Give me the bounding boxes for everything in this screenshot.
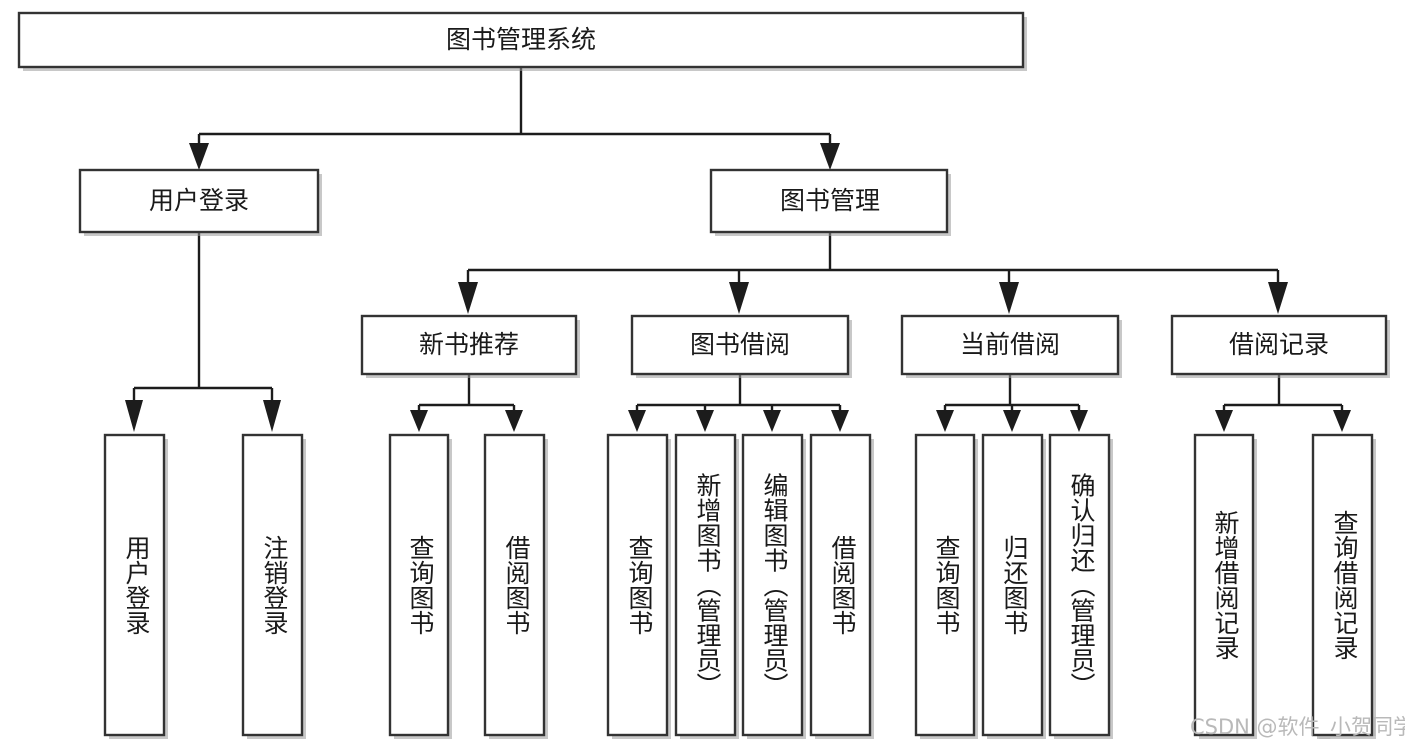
node-root[interactable]: 图书管理系统 — [17, 11, 1027, 71]
node-leaf-edit-book-box[interactable] — [741, 433, 804, 737]
node-leaf-query-book-1-box[interactable] — [388, 433, 450, 737]
node-leaf-add-book-box[interactable] — [674, 433, 737, 737]
node-book-manage-box[interactable] — [709, 168, 949, 234]
node-leaf-add-borrow-record-label: 新增借阅记录 — [1211, 510, 1240, 660]
node-book-manage-label: 图书管理 — [780, 186, 880, 215]
node-leaf-borrow-book-2-box[interactable] — [809, 433, 872, 737]
arrow-head-leaf-return-book — [1003, 410, 1021, 432]
node-leaf-query-borrow-record-label: 查询借阅记录 — [1330, 510, 1359, 660]
node-leaf-query-book-2-label: 查询图书 — [625, 535, 654, 635]
node-leaf-user-logout[interactable]: 注销登录 — [241, 433, 306, 739]
node-user-login-label: 用户登录 — [149, 186, 249, 215]
node-leaf-edit-book-label: 编辑图书（管理员） — [760, 473, 789, 698]
arrow-head-current-borrow — [999, 282, 1019, 314]
node-borrow-record[interactable]: 借阅记录 — [1170, 314, 1390, 378]
node-root-label: 图书管理系统 — [446, 25, 596, 54]
arrow-head-new-book-recommend — [458, 282, 478, 314]
arrow-head-leaf-confirm-return — [1070, 410, 1088, 432]
node-borrow-record-box[interactable] — [1170, 314, 1388, 376]
node-book-borrow-label: 图书借阅 — [690, 330, 790, 359]
arrow-head-leaf-add-book — [696, 410, 714, 432]
node-new-book-recommend-label: 新书推荐 — [419, 330, 519, 359]
arrow-head-leaf-add-borrow-record — [1215, 410, 1233, 432]
node-current-borrow-label: 当前借阅 — [960, 330, 1060, 359]
node-leaf-user-logout-box[interactable] — [241, 433, 304, 737]
node-leaf-borrow-book-1-label: 借阅图书 — [502, 535, 531, 635]
node-leaf-edit-book[interactable]: 编辑图书（管理员） — [741, 433, 806, 739]
node-book-manage[interactable]: 图书管理 — [709, 168, 951, 236]
node-book-borrow-box[interactable] — [630, 314, 850, 376]
arrow-head-borrow-record — [1268, 282, 1288, 314]
arrow-head-leaf-query-borrow-record — [1333, 410, 1351, 432]
node-leaf-user-logout-label: 注销登录 — [260, 535, 289, 635]
node-leaf-query-book-2[interactable]: 查询图书 — [606, 433, 671, 739]
node-leaf-user-login-label: 用户登录 — [122, 535, 151, 635]
node-user-login[interactable]: 用户登录 — [78, 168, 322, 236]
node-leaf-borrow-book-2-label: 借阅图书 — [828, 535, 857, 635]
arrow-head-user-login — [189, 143, 209, 170]
csdn-watermark: CSDN @软件_小贺同学 — [1190, 715, 1405, 740]
arrow-head-leaf-query-book-2 — [628, 410, 646, 432]
node-leaf-return-book[interactable]: 归还图书 — [981, 433, 1046, 739]
node-leaf-query-book-1-label: 查询图书 — [406, 535, 435, 635]
arrow-head-leaf-borrow-book-1 — [505, 410, 523, 432]
arrow-head-book-manage — [820, 143, 840, 170]
node-leaf-query-book-3[interactable]: 查询图书 — [914, 433, 978, 739]
node-leaf-confirm-return-label: 确认归还（管理员） — [1067, 473, 1096, 698]
node-leaf-confirm-return-box[interactable] — [1048, 433, 1111, 737]
arrow-head-book-borrow — [729, 282, 749, 314]
node-leaf-user-login[interactable]: 用户登录 — [103, 433, 168, 739]
arrow-head-leaf-borrow-book-2 — [831, 410, 849, 432]
node-leaf-add-borrow-record-box[interactable] — [1193, 433, 1255, 737]
node-leaf-query-book-2-box[interactable] — [606, 433, 669, 737]
node-leaf-confirm-return[interactable]: 确认归还（管理员） — [1048, 433, 1113, 739]
arrow-head-leaf-user-login — [125, 400, 143, 432]
arrow-head-leaf-query-book-3 — [936, 410, 954, 432]
node-leaf-add-borrow-record[interactable]: 新增借阅记录 — [1193, 433, 1257, 739]
node-current-borrow-box[interactable] — [900, 314, 1120, 376]
node-leaf-query-book-1[interactable]: 查询图书 — [388, 433, 452, 739]
connector-layer — [125, 67, 1351, 432]
node-leaf-return-book-label: 归还图书 — [1000, 535, 1029, 635]
arrow-head-leaf-query-book-1 — [410, 410, 428, 432]
node-new-book-recommend-box[interactable] — [360, 314, 578, 376]
arrow-head-leaf-user-logout — [263, 400, 281, 432]
node-user-login-box[interactable] — [78, 168, 320, 234]
node-current-borrow[interactable]: 当前借阅 — [900, 314, 1122, 378]
node-leaf-borrow-book-2[interactable]: 借阅图书 — [809, 433, 874, 739]
arrow-head-leaf-edit-book — [763, 410, 781, 432]
node-leaf-borrow-book-1[interactable]: 借阅图书 — [483, 433, 548, 739]
node-leaf-return-book-box[interactable] — [981, 433, 1044, 737]
node-root-box[interactable] — [17, 11, 1025, 69]
node-leaf-query-borrow-record-box[interactable] — [1311, 433, 1374, 737]
node-leaf-query-borrow-record[interactable]: 查询借阅记录 — [1311, 433, 1376, 739]
node-new-book-recommend[interactable]: 新书推荐 — [360, 314, 580, 378]
node-leaf-borrow-book-1-box[interactable] — [483, 433, 546, 737]
node-leaf-query-book-3-label: 查询图书 — [932, 535, 961, 635]
node-borrow-record-label: 借阅记录 — [1229, 330, 1329, 359]
node-book-borrow[interactable]: 图书借阅 — [630, 314, 852, 378]
node-leaf-user-login-box[interactable] — [103, 433, 166, 737]
node-leaf-add-book[interactable]: 新增图书（管理员） — [674, 433, 739, 739]
node-leaf-query-book-3-box[interactable] — [914, 433, 976, 737]
node-leaf-add-book-label: 新增图书（管理员） — [693, 473, 722, 698]
